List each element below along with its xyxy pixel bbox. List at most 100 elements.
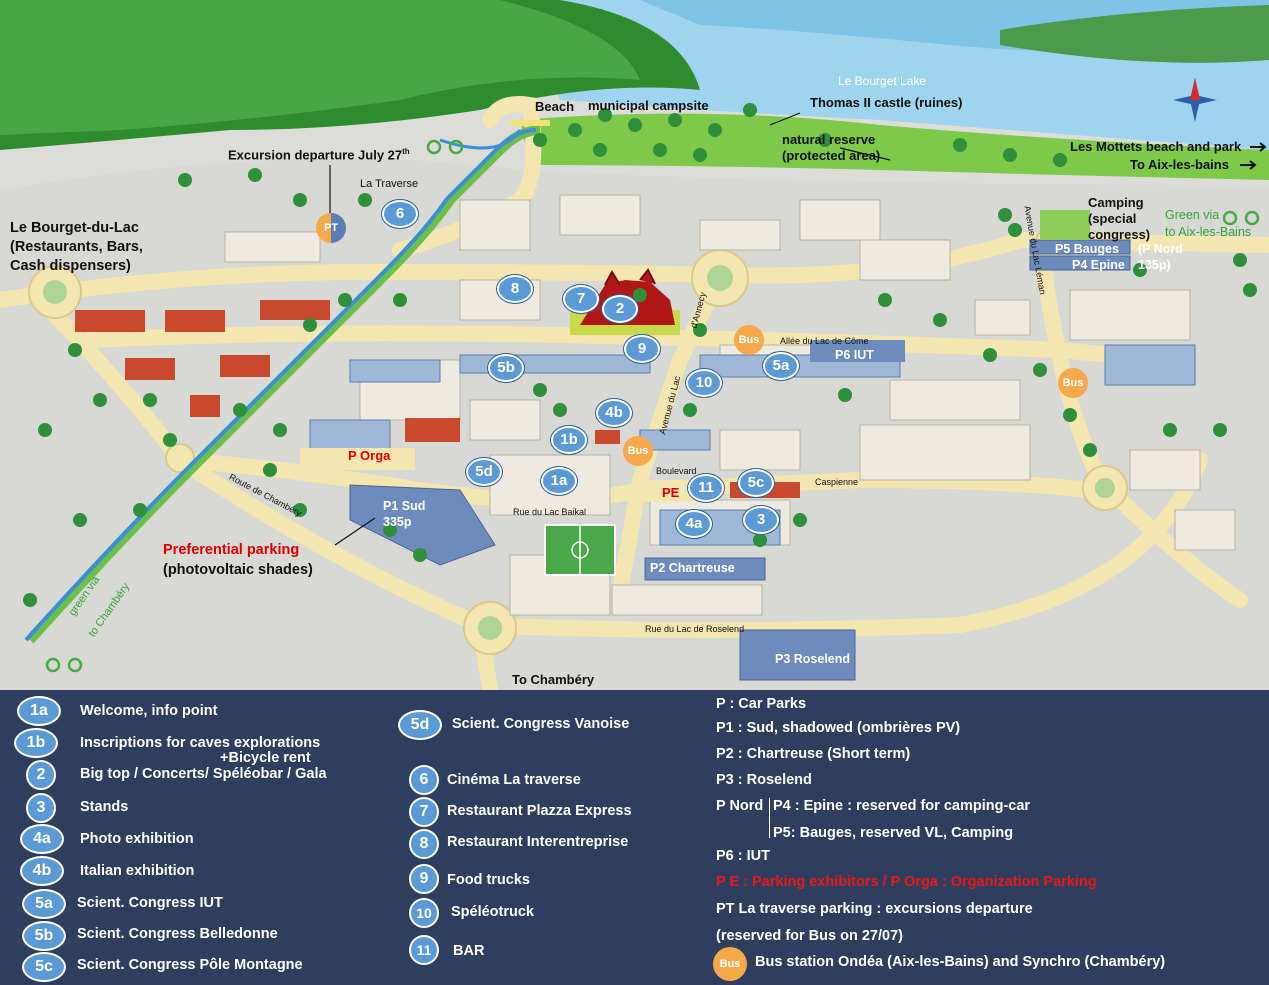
map-artwork	[0, 0, 1269, 690]
campus-map[interactable]: Le Bourget Lake Thomas II castle (ruines…	[0, 0, 1269, 690]
marker-9[interactable]: 9	[624, 335, 660, 363]
beach-label: Beach	[535, 99, 575, 114]
aix-label: To Aix-les-bains	[1130, 157, 1229, 172]
legend-pnord: P Nord	[716, 798, 764, 814]
legend-badge-5b: 5b	[22, 921, 66, 951]
p1-label-1: P1 Sud	[383, 499, 426, 513]
p5-label: P5 Bauges	[1055, 242, 1119, 256]
legend-badge-5a: 5a	[22, 889, 66, 919]
legend-text-5c: Scient. Congress Pôle Montagne	[77, 957, 303, 973]
traverse-label: La Traverse	[360, 178, 419, 190]
legend-text-8: Restaurant Interentreprise	[447, 834, 629, 850]
legend-text-3: Stands	[80, 799, 129, 815]
legend-badge-11: 11	[409, 935, 439, 965]
p3-label: P3 Roselend	[775, 652, 851, 666]
legend-text-1b: Inscriptions for caves explorations	[80, 735, 321, 751]
mottets-label: Les Mottets beach and park	[1070, 139, 1242, 154]
pt-parking[interactable]: PT	[316, 213, 346, 243]
to-chambery-label: To Chambéry	[512, 672, 595, 687]
castle-label: Thomas II castle (ruines)	[810, 95, 963, 110]
boulevard-label: Boulevard	[656, 466, 697, 476]
marker-1b[interactable]: 1b	[551, 426, 587, 454]
marker-5b[interactable]: 5b	[488, 354, 524, 382]
marker-4b[interactable]: 4b	[596, 399, 632, 427]
marker-8[interactable]: 8	[497, 275, 533, 303]
legend-pt-1: PT La traverse parking : excursions depa…	[716, 901, 1033, 917]
legend-badge-8: 8	[409, 829, 439, 859]
marker-5d[interactable]: 5d	[466, 458, 502, 486]
caspienne-label: Caspienne	[815, 477, 859, 487]
legend-text-6: Cinéma La traverse	[447, 772, 581, 788]
camping-label-2: (special	[1088, 211, 1137, 226]
allee-come-label: Allée du Lac de Côme	[780, 336, 869, 346]
campsite-label: municipal campsite	[588, 98, 709, 113]
legend-pnord-bracket	[769, 798, 770, 838]
legend-text-2: Big top / Concerts/ Spéléobar / Gala	[80, 766, 327, 782]
camping-label-3: congress)	[1088, 227, 1151, 242]
map-legend: 1a Welcome, info point 1b Inscriptions f…	[0, 690, 1269, 985]
marker-6[interactable]: 6	[382, 200, 418, 228]
pnord-label-2: 135p)	[1138, 258, 1171, 272]
marker-5c[interactable]: 5c	[738, 469, 774, 497]
p1-label-2: 335p	[383, 515, 412, 529]
legend-bus: Bus station Ondéa (Aix-les-Bains) and Sy…	[755, 954, 1166, 970]
marker-4a[interactable]: 4a	[676, 510, 712, 538]
bourget-label-2: (Restaurants, Bars,	[10, 239, 143, 255]
legend-text-10: Spéléotruck	[451, 904, 534, 920]
legend-text-5b: Scient. Congress Belledonne	[77, 926, 278, 942]
legend-p2: P2 : Chartreuse (Short term)	[716, 746, 911, 762]
green-via-aix-1: Green via	[1165, 208, 1220, 222]
marker-2[interactable]: 2	[602, 295, 638, 323]
excursion-label: Excursion departure July 27th	[228, 147, 410, 163]
legend-badge-5c: 5c	[22, 952, 66, 982]
bus-stop-center[interactable]: Bus	[623, 436, 653, 466]
legend-badge-4b: 4b	[20, 856, 64, 886]
legend-text-5a: Scient. Congress IUT	[77, 895, 223, 911]
reserve-label-1: natural reserve	[782, 132, 876, 147]
legend-pt-2: (reserved for Bus on 27/07)	[716, 928, 903, 944]
p6-label: P6 IUT	[835, 348, 874, 362]
legend-car-parks: P : Car Parks	[716, 696, 807, 712]
legend-bus-badge: Bus	[713, 947, 747, 981]
legend-text-7: Restaurant Plazza Express	[447, 803, 632, 819]
legend-badge-4a: 4a	[20, 824, 64, 854]
legend-text-11: BAR	[453, 943, 485, 959]
legend-text-1a: Welcome, info point	[80, 703, 218, 719]
legend-badge-1a: 1a	[17, 696, 61, 726]
legend-p4: P4 : Epine : reserved for camping-car	[773, 798, 1031, 814]
rue-baikal-label: Rue du Lac Baikal	[513, 507, 587, 517]
bus-stop-north[interactable]: Bus	[734, 325, 764, 355]
legend-pe: P E : Parking exhibitors / P Orga : Orga…	[716, 874, 1097, 890]
marker-7[interactable]: 7	[563, 285, 599, 313]
legend-badge-6: 6	[409, 765, 439, 795]
porga-label: P Orga	[348, 448, 391, 463]
legend-p3: P3 : Roselend	[716, 772, 812, 788]
bus-stop-east[interactable]: Bus	[1058, 368, 1088, 398]
legend-badge-1b: 1b	[14, 728, 58, 758]
pnord-label-1: (P Nord	[1138, 242, 1183, 256]
legend-text-9: Food trucks	[447, 872, 530, 888]
legend-badge-2: 2	[26, 760, 56, 790]
legend-badge-3: 3	[26, 793, 56, 823]
preferential-parking-label: Preferential parking	[163, 542, 300, 558]
legend-text-1b-2: +Bicycle rent	[220, 750, 311, 766]
bourget-label-1: Le Bourget-du-Lac	[10, 220, 139, 236]
legend-badge-10: 10	[409, 898, 439, 928]
pe-label: PE	[662, 485, 680, 500]
marker-1a[interactable]: 1a	[541, 467, 577, 495]
marker-5a[interactable]: 5a	[763, 352, 799, 380]
legend-text-5d: Scient. Congress Vanoise	[452, 716, 630, 732]
lake-label: Le Bourget Lake	[838, 74, 927, 88]
legend-text-4a: Photo exhibition	[80, 831, 194, 847]
p4-label: P4 Epine	[1072, 258, 1125, 272]
p2-label: P2 Chartreuse	[650, 561, 735, 575]
camping-label-1: Camping	[1088, 195, 1144, 210]
reserve-label-2: (protected area)	[782, 148, 881, 163]
legend-text-4b: Italian exhibition	[80, 863, 195, 879]
marker-3[interactable]: 3	[743, 506, 779, 534]
legend-badge-5d: 5d	[398, 710, 442, 740]
photovoltaic-label: (photovoltaic shades)	[163, 562, 313, 578]
legend-p1: P1 : Sud, shadowed (ombrières PV)	[716, 720, 961, 736]
marker-11[interactable]: 11	[688, 474, 724, 502]
marker-10[interactable]: 10	[686, 369, 722, 397]
